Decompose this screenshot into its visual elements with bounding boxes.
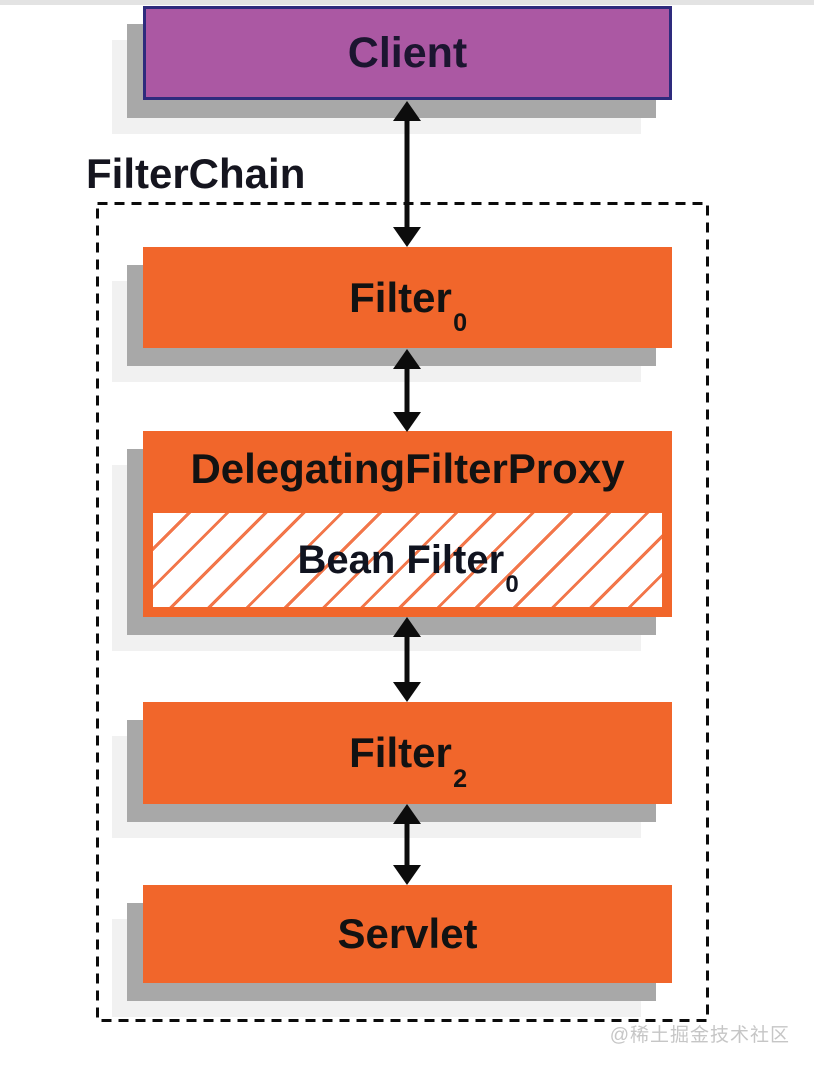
- bean-filter-subscript: 0: [505, 570, 519, 598]
- filter0-box: Filter0: [143, 247, 672, 348]
- filter0-label: Filter0: [349, 273, 468, 338]
- filter2-subscript: 2: [453, 764, 468, 793]
- arrowhead-down-icon: [393, 412, 421, 432]
- watermark-text: @稀土掘金技术社区: [609, 1025, 790, 1046]
- arrowhead-up-icon: [393, 101, 421, 121]
- double-arrow-icon-client-filter0: [392, 101, 422, 247]
- arrow-shaft: [404, 818, 410, 871]
- client-box: Client: [143, 6, 672, 100]
- delegating-filter-proxy-label: DelegatingFilterProxy: [190, 445, 625, 492]
- double-arrow-icon-filter2-servlet: [392, 804, 422, 885]
- servlet-label: Servlet: [337, 910, 478, 957]
- arrowhead-down-icon: [393, 227, 421, 247]
- filter0-subscript: 0: [453, 309, 468, 338]
- filter2-label: Filter2: [349, 729, 468, 793]
- arrowhead-down-icon: [393, 865, 421, 885]
- filter2-box: Filter2: [143, 702, 672, 804]
- delegating-filter-proxy-box: DelegatingFilterProxy Bean Filter0: [143, 431, 672, 617]
- arrowhead-up-icon: [393, 804, 421, 824]
- arrow-shaft: [404, 363, 410, 418]
- filterchain-label: FilterChain: [86, 150, 306, 197]
- top-edge-strip: [0, 0, 814, 5]
- arrowhead-up-icon: [393, 617, 421, 637]
- arrow-shaft: [404, 115, 410, 233]
- servlet-box: Servlet: [143, 885, 672, 983]
- bean-filter-box: Bean Filter0: [153, 513, 662, 607]
- double-arrow-icon-dfp-filter2: [392, 617, 422, 702]
- arrow-shaft: [404, 631, 410, 688]
- double-arrow-icon-filter0-dfp: [392, 349, 422, 432]
- client-label: Client: [347, 28, 468, 77]
- bean-filter-label: Bean Filter0: [297, 537, 519, 598]
- arrowhead-up-icon: [393, 349, 421, 369]
- arrowhead-down-icon: [393, 682, 421, 702]
